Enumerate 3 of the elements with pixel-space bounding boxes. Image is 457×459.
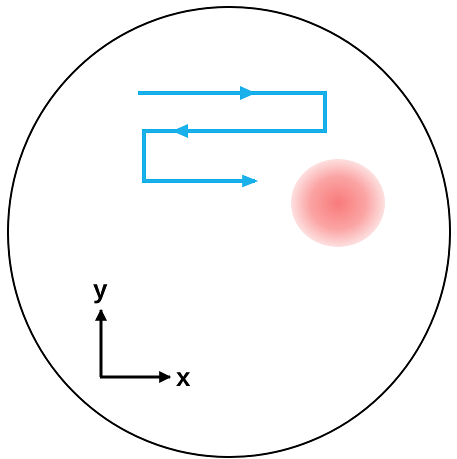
laser-spot <box>291 159 385 247</box>
axis-label: x <box>176 364 190 390</box>
axis-label: y <box>93 276 108 302</box>
